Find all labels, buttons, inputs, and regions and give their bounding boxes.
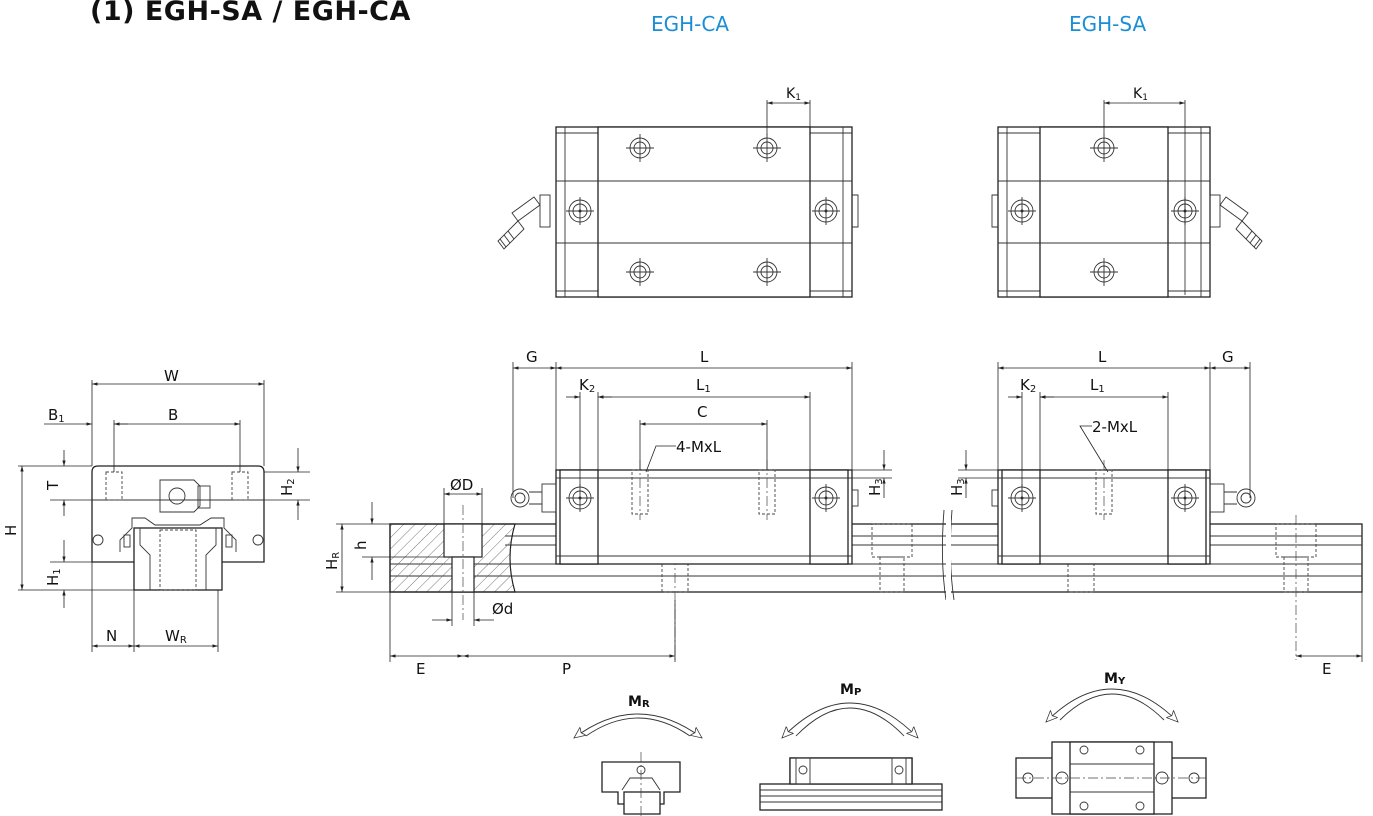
dim-h: H (2, 525, 20, 536)
moment-my-icon (1015, 688, 1207, 815)
dim-p: P (562, 660, 571, 678)
dim-k2-sa: K2 (1020, 376, 1036, 395)
dim-n: N (106, 627, 117, 645)
dim-k1-sa: K1 (1133, 86, 1148, 103)
dim-l1-ca: L1 (696, 376, 711, 395)
dim-h-small: h (352, 540, 370, 550)
side-view (336, 362, 1363, 662)
screws-sa: 2-MxL (1092, 418, 1138, 436)
dim-h1: H1 (44, 568, 63, 586)
dim-b1: B1 (48, 406, 65, 425)
moment-mp-label: MP (840, 682, 861, 698)
dim-k2-ca: K2 (579, 376, 595, 395)
dim-h3-ca: H3 (866, 478, 885, 496)
dim-wr: WR (165, 627, 187, 646)
moment-my-label: MY (1104, 671, 1126, 687)
moment-mp-icon (759, 702, 943, 811)
dim-g-sa: G (1222, 348, 1234, 366)
top-view-sa (991, 100, 1263, 298)
end-view (18, 380, 310, 652)
dim-k1-ca: K1 (786, 86, 801, 103)
variant-label-sa: EGH-SA (1069, 12, 1147, 36)
dim-g-ca: G (526, 348, 538, 366)
dim-w: W (164, 367, 179, 385)
dim-h3-sa: H3 (948, 478, 967, 496)
dim-hr: HR (323, 552, 342, 570)
top-view-ca (497, 100, 859, 298)
variant-label-ca: EGH-CA (651, 12, 730, 36)
dim-h2: H2 (278, 478, 297, 496)
dim-e-left: E (416, 660, 425, 678)
moment-mr-icon (574, 713, 702, 816)
screws-ca: 4-MxL (676, 438, 722, 456)
dim-b: B (168, 406, 178, 424)
dim-od-small: Ød (492, 600, 513, 618)
dim-od: ØD (450, 476, 473, 494)
moment-mr-label: MR (628, 694, 650, 710)
dim-l-sa: L (1098, 348, 1107, 366)
dim-l-ca: L (700, 348, 709, 366)
dim-c: C (697, 403, 707, 421)
dim-l1-sa: L1 (1090, 376, 1105, 395)
dim-t: T (44, 480, 62, 491)
section-title: (1) EGH-SA / EGH-CA (90, 0, 411, 27)
dim-e-right: E (1322, 660, 1331, 678)
